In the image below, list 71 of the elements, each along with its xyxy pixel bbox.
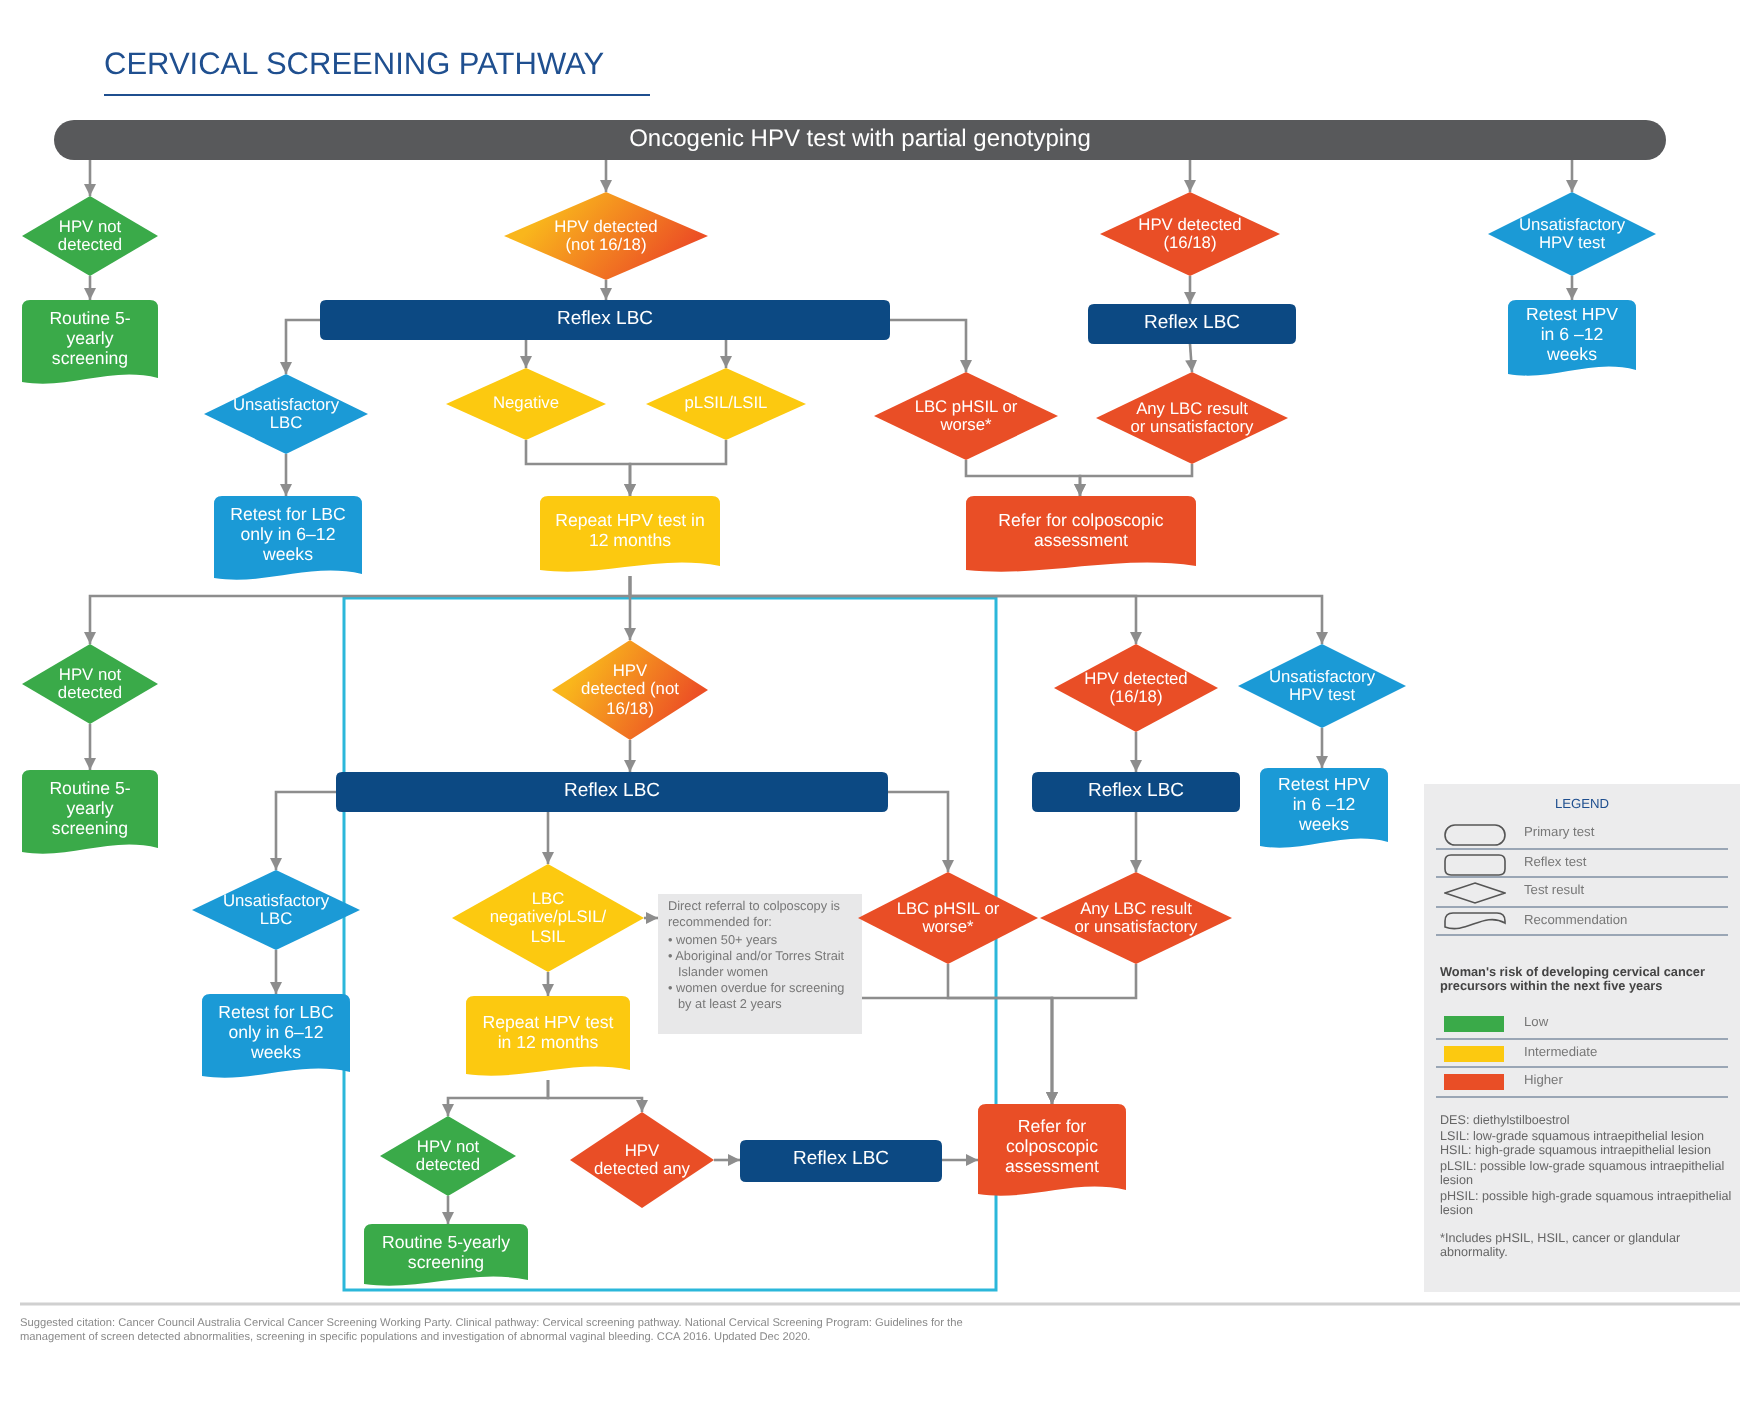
result-diamond: Unsatisfactory HPV test: [1238, 644, 1406, 728]
result-diamond: Unsatisfactory LBC: [204, 374, 368, 454]
arrow: [714, 1154, 740, 1166]
recommendation-box: Routine 5-yearly screening: [22, 300, 158, 388]
arrow: [442, 1196, 454, 1224]
arrow: [1566, 276, 1578, 300]
result-diamond: HPV not detected: [22, 196, 158, 276]
arrow: [84, 160, 96, 196]
result-diamond: LBC negative/pLSIL/ LSIL: [452, 864, 644, 972]
arrow: [546, 1080, 648, 1112]
arrow: [84, 276, 96, 300]
reflex-test-box: Reflex LBC: [336, 772, 888, 812]
reflex-test-box: Reflex LBC: [1032, 772, 1240, 812]
result-diamond: Any LBC result or unsatisfactory: [1096, 372, 1288, 464]
recommendation-box: Refer for colposcopic assessment: [978, 1104, 1126, 1200]
arrow: [942, 1154, 978, 1166]
recommendation-box: Retest HPV in 6 –12 weeks: [1508, 300, 1636, 380]
arrow: [1130, 732, 1142, 772]
result-diamond: Unsatisfactory LBC: [192, 870, 360, 950]
arrow: [624, 440, 728, 496]
recommendation-box: Repeat HPV test in 12 months: [540, 496, 720, 576]
arrow: [1184, 276, 1196, 304]
reflex-test-box: Reflex LBC: [320, 300, 890, 340]
reflex-test-box: Reflex LBC: [740, 1140, 942, 1182]
result-diamond: HPV detected (16/18): [1100, 192, 1280, 276]
arrow: [270, 950, 282, 994]
arrow: [84, 724, 96, 770]
result-diamond: Any LBC result or unsatisfactory: [1040, 872, 1232, 964]
note-box: [658, 894, 862, 1034]
arrow: [1185, 343, 1198, 373]
arrow: [890, 318, 972, 372]
arrow: [720, 340, 732, 368]
arrow: [270, 790, 336, 870]
page-title: CERVICAL SCREENING PATHWAY: [104, 48, 605, 84]
result-diamond: Unsatisfactory HPV test: [1488, 192, 1656, 276]
arrow: [542, 812, 554, 864]
arrow: [1566, 160, 1578, 192]
arrow: [600, 280, 612, 300]
recommendation-box: Retest HPV in 6 –12 weeks: [1260, 768, 1388, 852]
result-diamond: LBC pHSIL or worse*: [874, 372, 1058, 460]
result-diamond: pLSIL/LSIL: [646, 368, 806, 440]
result-diamond: HPV not detected: [380, 1116, 516, 1196]
recommendation-box: Retest for LBC only in 6–12 weeks: [214, 496, 362, 584]
arrow: [624, 740, 636, 772]
arrow: [888, 790, 954, 872]
recommendation-box: Routine 5-yearly screening: [22, 770, 158, 858]
result-diamond: HPV detected (not 16/18): [552, 640, 708, 740]
arrow: [600, 160, 612, 192]
arrow: [628, 576, 1328, 644]
result-diamond: HPV detected (16/18): [1054, 644, 1218, 732]
reflex-test-box: Reflex LBC: [1088, 304, 1296, 344]
recommendation-box: Refer for colposcopic assessment: [966, 496, 1196, 576]
result-diamond: HPV not detected: [22, 644, 158, 724]
result-diamond: LBC pHSIL or worse*: [858, 872, 1038, 964]
recommendation-box: Routine 5-yearly screening: [364, 1224, 528, 1290]
result-diamond: HPV detected (not 16/18): [504, 192, 708, 280]
arrow: [1184, 160, 1196, 192]
result-diamond: Negative: [446, 368, 606, 440]
arrow: [644, 912, 658, 924]
arrow: [1046, 964, 1138, 1104]
recommendation-box: Repeat HPV test in 12 months: [466, 996, 630, 1080]
arrow: [1130, 812, 1142, 872]
arrow: [1074, 464, 1194, 496]
recommendation-box: Retest for LBC only in 6–12 weeks: [202, 994, 350, 1082]
arrow: [280, 318, 320, 374]
arrow: [1316, 728, 1328, 768]
primary-test-bar: Oncogenic HPV test with partial genotyping: [54, 120, 1666, 160]
result-diamond: HPV detected any: [570, 1112, 714, 1208]
arrow: [520, 340, 532, 368]
arrow: [542, 972, 554, 996]
arrow: [280, 454, 292, 496]
